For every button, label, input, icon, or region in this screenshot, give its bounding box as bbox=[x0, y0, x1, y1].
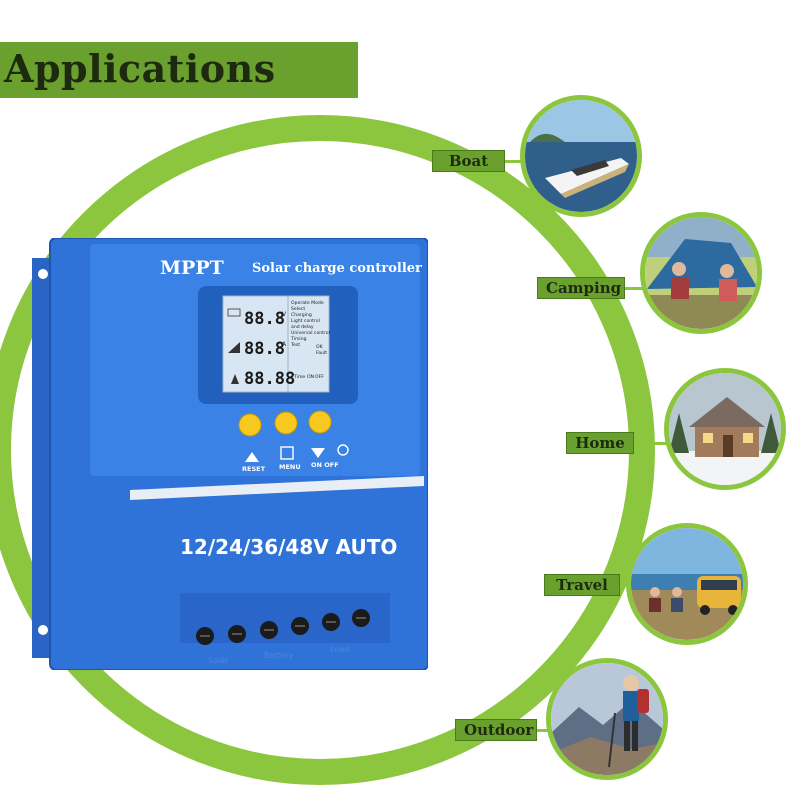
application-label-outdoor: Outdoor bbox=[455, 719, 537, 741]
onoff-label: ON OFF bbox=[311, 461, 339, 469]
lcd-small-on: ON bbox=[307, 374, 314, 380]
lcd-small-fault: Fault bbox=[316, 350, 327, 356]
lcd-status-line: Light control bbox=[291, 318, 320, 324]
solar-charge-controller: MPPT Solar charge controller 88.8 V 88.8… bbox=[32, 238, 428, 670]
terminal-label-battery: Battery bbox=[264, 651, 294, 660]
terminal-label-load: Load bbox=[330, 645, 349, 654]
boat-photo bbox=[520, 95, 642, 217]
home-photo bbox=[664, 368, 786, 490]
lcd-status-line: Operate Mode bbox=[291, 300, 324, 306]
power-icon bbox=[337, 444, 349, 456]
lcd-unit-v: V bbox=[282, 311, 287, 318]
brand-text: MPPT bbox=[160, 257, 224, 279]
lcd-small-off: OFF bbox=[315, 374, 324, 380]
lcd-digits-2: 88.8 bbox=[244, 339, 285, 359]
lcd-status-line: Select bbox=[291, 306, 305, 312]
outdoor-photo bbox=[546, 658, 668, 780]
camping-photo bbox=[640, 212, 762, 334]
subtitle-text: Solar charge controller bbox=[252, 261, 422, 276]
lcd-small-ok: OK bbox=[316, 344, 324, 350]
lcd-status-line: Charging bbox=[291, 312, 312, 318]
outdoor-connector bbox=[537, 729, 551, 732]
up-arrow-icon bbox=[245, 452, 259, 462]
applications-banner: Applications bbox=[0, 42, 358, 98]
menu-label: MENU bbox=[279, 463, 301, 471]
lcd-status-line: Test bbox=[290, 342, 300, 348]
home-connector bbox=[634, 442, 668, 445]
application-label-boat: Boat bbox=[432, 150, 505, 172]
terminal-label-solar: Solar bbox=[208, 656, 229, 665]
boat-icon bbox=[545, 158, 629, 194]
lcd-small-time: Time bbox=[293, 374, 305, 380]
lcd-status-line: and delay bbox=[291, 324, 314, 330]
onoff-button[interactable] bbox=[308, 410, 332, 434]
reset-button[interactable] bbox=[238, 413, 262, 437]
menu-button[interactable] bbox=[274, 411, 298, 435]
boat-connector bbox=[505, 160, 525, 163]
house-icon bbox=[689, 397, 765, 427]
application-label-travel: Travel bbox=[544, 574, 620, 596]
down-arrow-icon bbox=[311, 448, 325, 458]
reset-label: RESET bbox=[242, 465, 266, 473]
application-label-home: Home bbox=[566, 432, 634, 454]
lcd-digits-3: 88.88 bbox=[244, 369, 295, 389]
voltage-label: 12/24/36/48V AUTO bbox=[180, 535, 397, 559]
application-label-camping: Camping bbox=[537, 277, 625, 299]
camping-connector bbox=[625, 287, 645, 290]
lcd-status-line: Universal control bbox=[291, 330, 330, 336]
lcd-status-line: Timing bbox=[290, 336, 307, 342]
lcd-digits-1: 88.8 bbox=[244, 309, 285, 329]
lcd-status-lines: Operate Mode Select Charging Light contr… bbox=[290, 300, 330, 348]
travel-photo bbox=[626, 523, 748, 645]
menu-icon bbox=[280, 446, 294, 460]
hiker-icon bbox=[623, 691, 639, 721]
lcd-unit-a: A bbox=[282, 341, 287, 348]
page-title: Applications bbox=[4, 46, 276, 91]
